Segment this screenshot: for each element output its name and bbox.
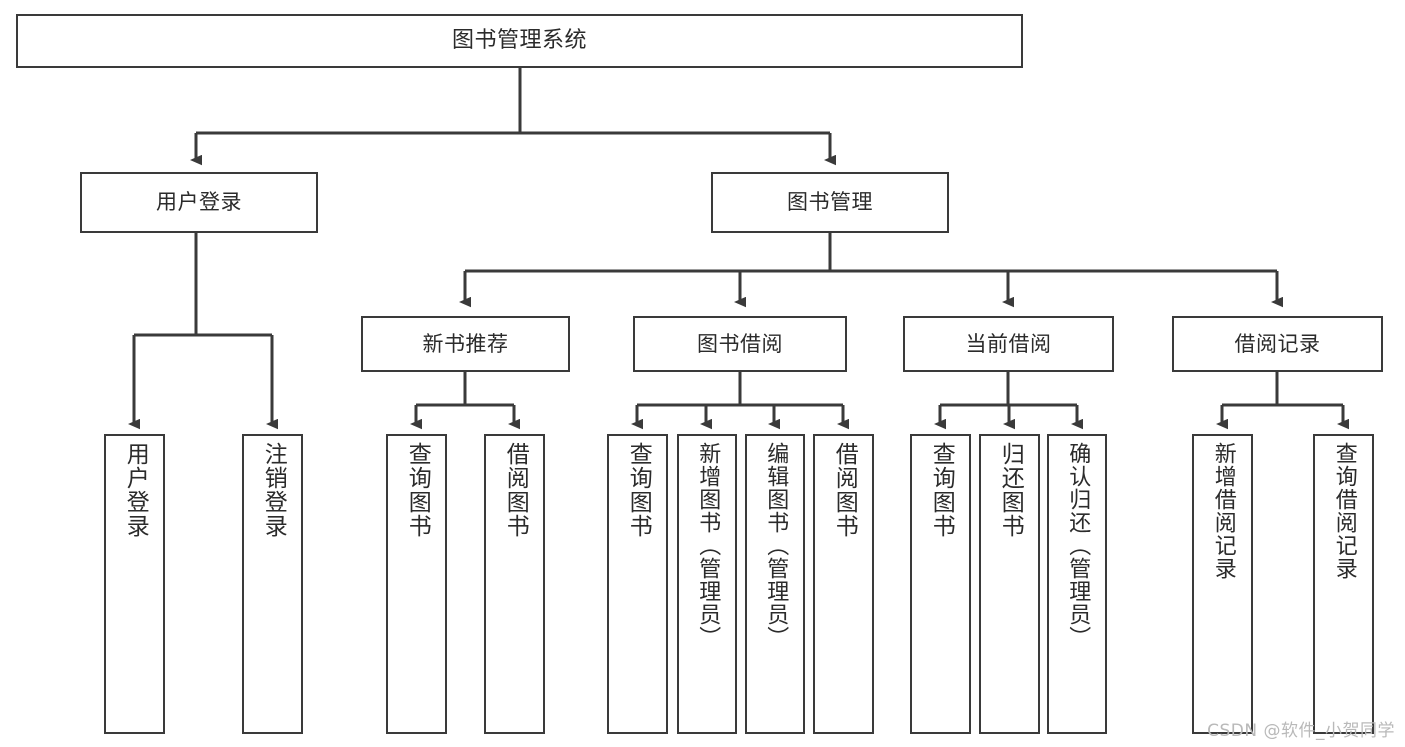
leaf-query-book-1-label: 查询图书 [404, 442, 431, 538]
leaf-return-book-label: 归还图书 [997, 442, 1024, 538]
leaf-query-record-label: 查询借阅记录 [1331, 442, 1357, 580]
leaf-query-book-3[interactable]: 查询图书 [910, 434, 971, 734]
node-new-book-recommend-label: 新书推荐 [422, 331, 509, 356]
node-user-login[interactable]: 用户登录 [80, 172, 318, 233]
node-borrow-record-label: 借阅记录 [1234, 331, 1321, 356]
node-root-label: 图书管理系统 [451, 28, 587, 54]
leaf-borrow-book-2[interactable]: 借阅图书 [813, 434, 874, 734]
watermark: CSDN @软件_小贺同学 [1207, 721, 1395, 741]
leaf-add-book[interactable]: 新增图书（管理员） [677, 434, 737, 734]
leaf-add-book-label: 新增图书（管理员） [695, 442, 721, 649]
node-book-borrow-label: 图书借阅 [697, 331, 783, 356]
leaf-user-login[interactable]: 用户登录 [104, 434, 165, 734]
node-current-borrow-label: 当前借阅 [965, 331, 1052, 356]
node-borrow-record[interactable]: 借阅记录 [1172, 316, 1383, 372]
leaf-query-book-3-label: 查询图书 [928, 442, 955, 538]
leaf-borrow-book-1[interactable]: 借阅图书 [484, 434, 545, 734]
leaf-logout-label: 注销登录 [260, 442, 287, 538]
leaf-query-book-1[interactable]: 查询图书 [386, 434, 447, 734]
leaf-add-record-label: 新增借阅记录 [1210, 442, 1236, 580]
leaf-edit-book[interactable]: 编辑图书（管理员） [745, 434, 805, 734]
leaf-add-record[interactable]: 新增借阅记录 [1192, 434, 1253, 734]
leaf-query-book-2[interactable]: 查询图书 [607, 434, 668, 734]
leaf-confirm-return[interactable]: 确认归还（管理员） [1047, 434, 1107, 734]
leaf-confirm-return-label: 确认归还（管理员） [1065, 442, 1091, 649]
node-new-book-recommend[interactable]: 新书推荐 [361, 316, 570, 372]
leaf-return-book[interactable]: 归还图书 [979, 434, 1040, 734]
node-book-manage-label: 图书管理 [787, 190, 873, 215]
leaf-edit-book-label: 编辑图书（管理员） [763, 442, 789, 649]
leaf-borrow-book-1-label: 借阅图书 [502, 442, 529, 538]
leaf-query-record[interactable]: 查询借阅记录 [1313, 434, 1374, 734]
leaf-logout[interactable]: 注销登录 [242, 434, 303, 734]
node-user-login-label: 用户登录 [156, 190, 242, 215]
leaf-user-login-label: 用户登录 [122, 442, 149, 538]
leaf-query-book-2-label: 查询图书 [625, 442, 652, 538]
leaf-borrow-book-2-label: 借阅图书 [831, 442, 858, 538]
node-current-borrow[interactable]: 当前借阅 [903, 316, 1114, 372]
node-book-borrow[interactable]: 图书借阅 [633, 316, 847, 372]
node-root[interactable]: 图书管理系统 [16, 14, 1023, 68]
node-book-manage[interactable]: 图书管理 [711, 172, 949, 233]
